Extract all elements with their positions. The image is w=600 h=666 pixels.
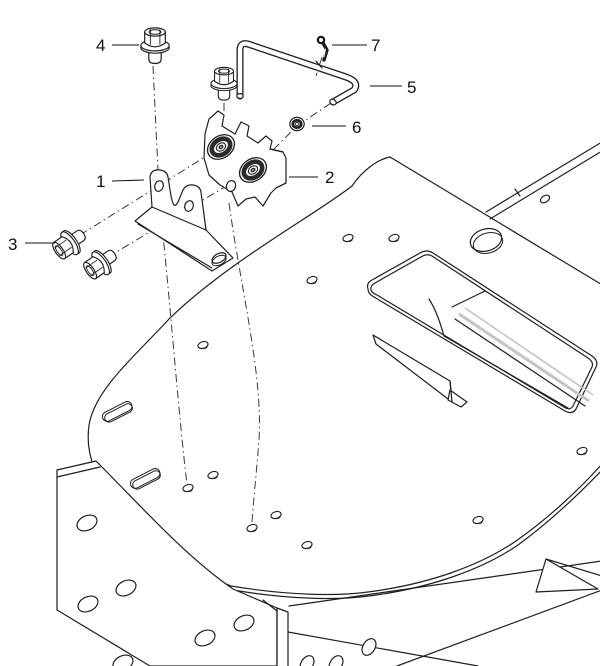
part-7-cotter-pin (316, 35, 329, 62)
baseplate-thickness-edge (232, 471, 600, 600)
corner-post (262, 599, 289, 666)
rear-flange-band (485, 142, 600, 220)
part-6-washer (289, 116, 305, 132)
callout-1: 1 (96, 172, 145, 191)
callout-4-label: 4 (96, 36, 105, 55)
callout-5: 5 (370, 78, 416, 97)
callout-3: 3 (8, 235, 55, 254)
part-5-guide-rod (236, 40, 360, 106)
callout-1-label: 1 (96, 172, 105, 191)
baseplate (87, 142, 600, 600)
callout-1-leader (111, 179, 145, 182)
callout-5-label: 5 (407, 78, 416, 97)
part-1-mounting-bracket (134, 169, 234, 272)
callout-3-label: 3 (8, 235, 17, 254)
callout-2-label: 2 (325, 168, 334, 187)
rail-frame (287, 558, 600, 666)
callout-2: 2 (289, 168, 334, 187)
angle-bracket-flange (372, 334, 468, 408)
callout-6-label: 6 (352, 118, 361, 137)
part-4-flange-bolts (140, 27, 238, 101)
callout-4: 4 (96, 36, 139, 55)
callout-7-label: 7 (371, 36, 380, 55)
part-2-roller-assembly (203, 110, 287, 207)
large-hole (469, 227, 504, 254)
callout-6: 6 (312, 118, 361, 137)
plate-cutout (366, 250, 598, 414)
callout-7: 7 (332, 36, 380, 55)
rail-gusset (535, 558, 599, 593)
pedestal-frame (56, 460, 289, 666)
